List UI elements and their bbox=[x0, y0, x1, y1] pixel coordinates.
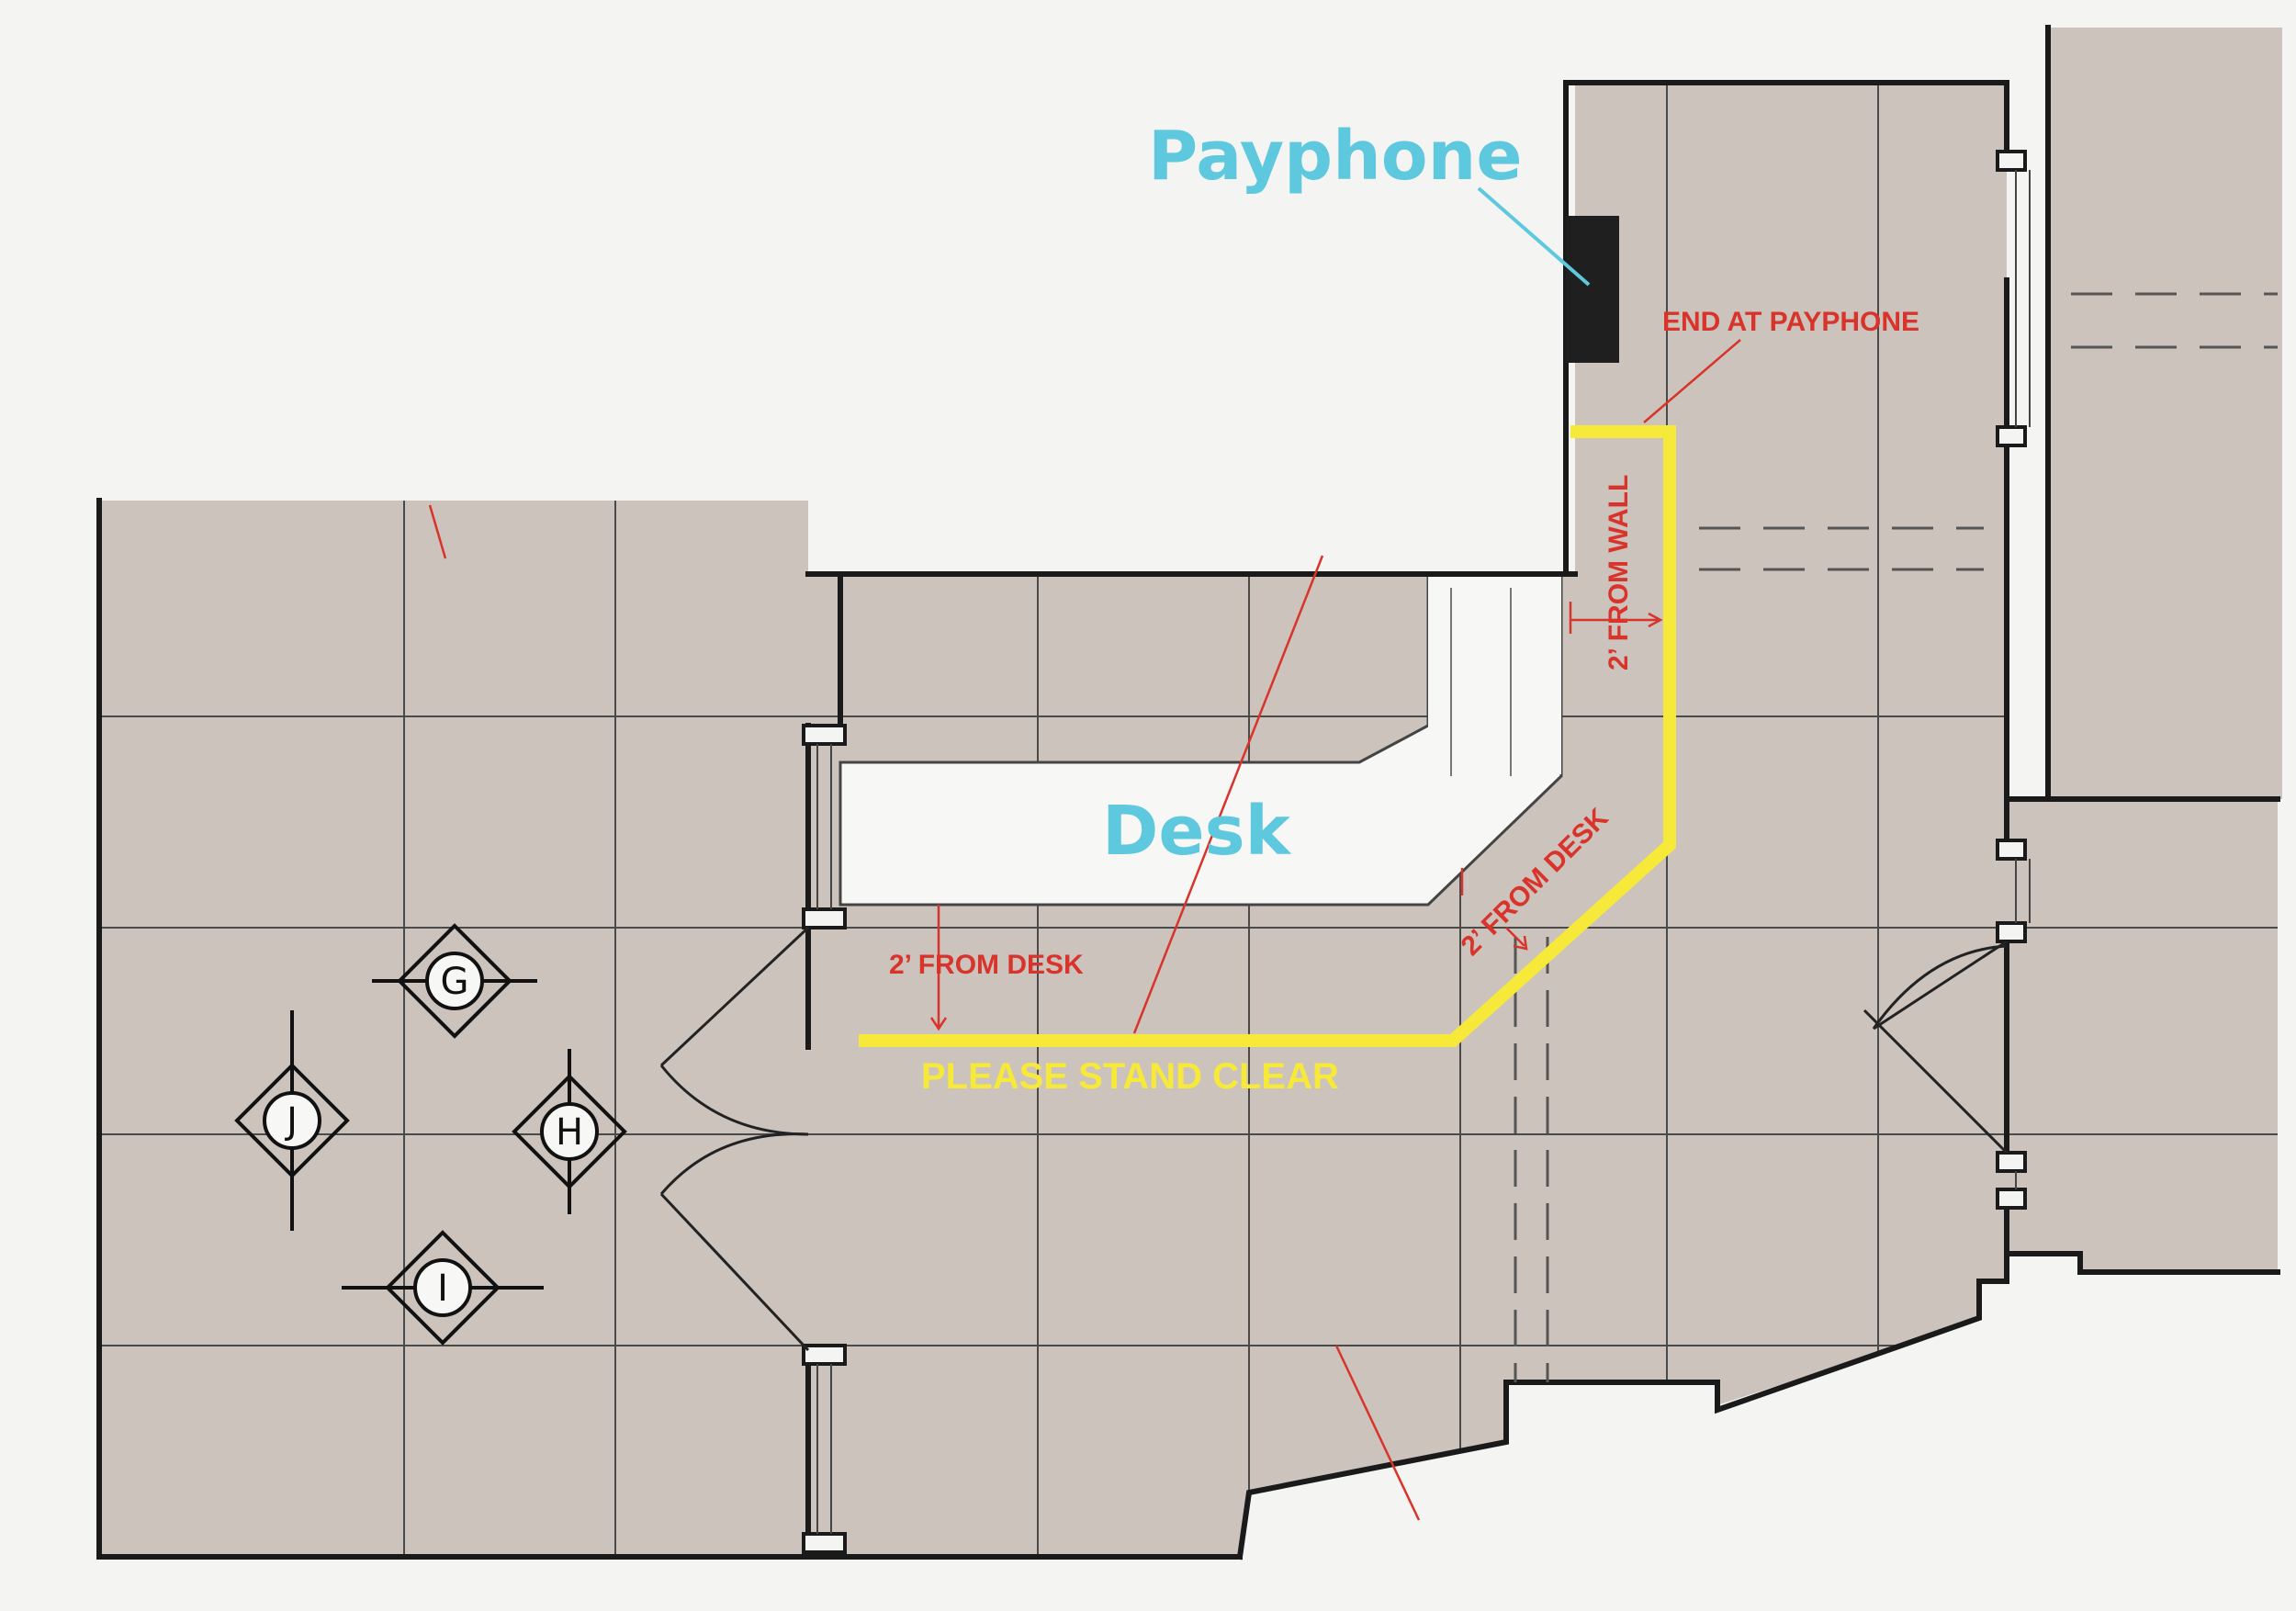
marker-label-j: J bbox=[284, 1100, 298, 1143]
adjacent-room-floor bbox=[2048, 28, 2282, 799]
note-lines bbox=[428, 339, 1741, 1521]
payphone-label: Payphone bbox=[1148, 117, 1523, 196]
wall-columns bbox=[802, 150, 2027, 1554]
marker-label-i: I bbox=[437, 1267, 448, 1310]
column-marker-i: I bbox=[342, 1230, 544, 1346]
payphone-unit bbox=[1566, 216, 1619, 363]
from-wall-note: 2’ FROM WALL bbox=[1604, 475, 1634, 670]
desk-counter-back bbox=[1428, 577, 1561, 774]
stand-clear-tape bbox=[859, 425, 1676, 1047]
stand-clear-label: PLEASE STAND CLEAR bbox=[921, 1056, 1339, 1097]
from-desk-horizontal-note: 2’ FROM DESK bbox=[889, 950, 1084, 980]
double-doors bbox=[659, 926, 2009, 1352]
marker-label-g: G bbox=[441, 961, 469, 1003]
column-marker-h: H bbox=[512, 1049, 627, 1214]
end-at-payphone-note: END AT PAYPHONE bbox=[1662, 307, 1919, 337]
dashed-lines bbox=[1514, 292, 2278, 1382]
desk-label: Desk bbox=[1102, 792, 1292, 871]
column-marker-j: J bbox=[234, 1010, 350, 1231]
window-panes bbox=[816, 170, 2031, 1534]
column-marker-g: G bbox=[372, 923, 537, 1039]
marker-label-h: H bbox=[556, 1111, 583, 1154]
payphone-leader bbox=[1477, 186, 1591, 287]
